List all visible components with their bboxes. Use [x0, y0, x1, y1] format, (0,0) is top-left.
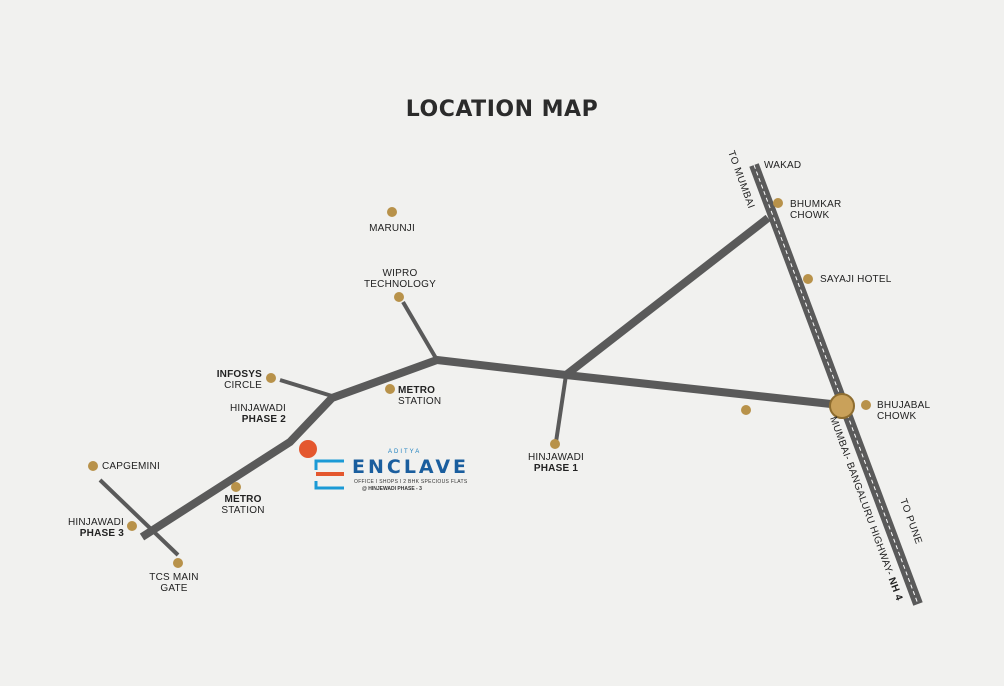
label-wipro-line1: WIPRO	[382, 268, 418, 279]
label-tcs-line1: TCS MAIN	[149, 572, 199, 583]
logo-brand: ADITYA	[388, 449, 422, 455]
marker-tcs[interactable]	[173, 558, 183, 568]
marker-sayaji[interactable]	[803, 274, 813, 284]
logo-location: @ HINJEWADI PHASE - 3	[362, 486, 422, 492]
label-tcs: TCS MAIN GATE	[144, 572, 204, 594]
label-capgemini: CAPGEMINI	[102, 461, 160, 472]
road-capgemini-tcs	[98, 478, 180, 557]
label-hinjawadi-phase2-line1: HINJAWADI	[229, 403, 286, 414]
marker-metro-upper[interactable]	[385, 384, 395, 394]
highway-number: NH 4	[886, 576, 905, 602]
label-hinjawadi-phase2-line2: PHASE 2	[241, 414, 286, 425]
label-wipro-line2: TECHNOLOGY	[363, 279, 436, 290]
label-metro-lower-line1: METRO	[224, 494, 262, 505]
road-hinjawadi-phase1	[554, 374, 568, 443]
label-hinjawadi-phase1-line1: HINJAWADI	[527, 452, 585, 463]
marker-hinjawadi-phase3[interactable]	[127, 521, 137, 531]
label-hinjawadi-phase1-line2: PHASE 1	[533, 463, 579, 474]
page-title: LOCATION MAP	[405, 97, 599, 122]
marker-wipro[interactable]	[394, 292, 404, 302]
label-bhujabal-line1: BHUJABAL	[877, 400, 931, 411]
label-bhujabal-line2: CHOWK	[877, 411, 917, 422]
label-hinjawadi-phase3-line2: PHASE 3	[79, 528, 124, 539]
label-marunji: MARUNJI	[369, 223, 415, 234]
label-hinjawadi-phase3: HINJAWADI PHASE 3	[56, 517, 124, 539]
road-infosys	[279, 378, 333, 398]
label-infosys-line1: INFOSYS	[216, 369, 262, 380]
label-wakad: WAKAD	[764, 160, 802, 171]
label-metro-upper-line1: METRO	[398, 385, 436, 396]
label-bhujabal: BHUJABAL CHOWK	[877, 400, 930, 422]
marker-hinjawadi-phase1[interactable]	[550, 439, 560, 449]
main-road	[139, 355, 841, 541]
label-metro-lower: METRO STATION	[212, 494, 274, 516]
project-location-marker[interactable]	[299, 440, 317, 458]
road-to-bhumkar	[563, 214, 771, 379]
label-metro-upper: METRO STATION	[398, 385, 441, 407]
marker-marunji[interactable]	[387, 207, 397, 217]
label-bhumkar: BHUMKAR CHOWK	[790, 199, 841, 221]
marker-infosys[interactable]	[266, 373, 276, 383]
label-metro-lower-line2: STATION	[221, 505, 265, 516]
marker-bhujabal[interactable]	[861, 400, 871, 410]
highway-label: MUMBAI- BANGALURU HIGHWAY- NH 4	[827, 415, 904, 602]
to-pune-label: TO PUNE	[897, 497, 924, 546]
label-hinjawadi-phase3-line1: HINJAWADI	[67, 517, 124, 528]
label-bhumkar-line1: BHUMKAR	[790, 199, 842, 210]
to-mumbai-label: TO MUMBAI	[725, 149, 756, 210]
road-wipro	[401, 300, 439, 362]
enclave-logo-mark	[314, 459, 344, 490]
marker-unlabeled[interactable]	[741, 405, 751, 415]
marker-capgemini[interactable]	[88, 461, 98, 471]
label-bhumkar-line2: CHOWK	[790, 210, 830, 221]
marker-metro-lower[interactable]	[231, 482, 241, 492]
logo-tagline: OFFICE I SHOPS I 2 BHK SPECIOUS FLATS	[354, 479, 468, 485]
label-infosys-line2: CIRCLE	[224, 380, 262, 391]
marker-bhumkar[interactable]	[773, 198, 783, 208]
label-infosys: INFOSYS CIRCLE	[210, 369, 262, 391]
label-wipro: WIPRO TECHNOLOGY	[358, 268, 442, 290]
label-hinjawadi-phase1: HINJAWADI PHASE 1	[520, 452, 592, 474]
label-sayaji: SAYAJI HOTEL	[820, 274, 892, 285]
logo-name: ENCLAVE	[352, 456, 470, 478]
highway-center-line	[753, 164, 919, 605]
label-hinjawadi-phase2: HINJAWADI PHASE 2	[222, 403, 286, 425]
bhujabal-junction-ring[interactable]	[829, 393, 855, 419]
label-metro-upper-line2: STATION	[398, 396, 442, 407]
label-tcs-line2: GATE	[160, 583, 188, 594]
